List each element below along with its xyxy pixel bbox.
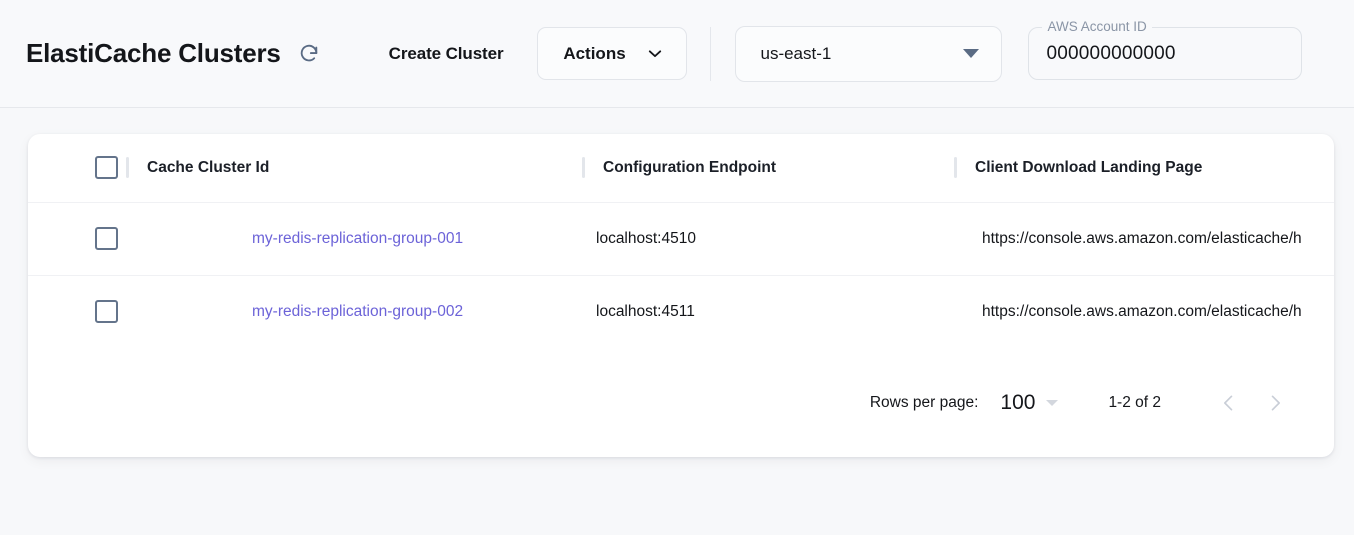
aws-account-id-label: AWS Account ID — [1042, 19, 1152, 35]
actions-button-label: Actions — [563, 43, 626, 63]
chevron-down-icon — [648, 49, 662, 58]
pagination-range-label: 1-2 of 2 — [1108, 393, 1161, 411]
previous-page-button[interactable] — [1206, 380, 1252, 426]
row-checkbox[interactable] — [95, 227, 118, 250]
header-label-client-download-landing-page: Client Download Landing Page — [975, 158, 1203, 176]
configuration-endpoint-value: localhost:4510 — [596, 229, 696, 247]
client-download-landing-page-value: https://console.aws.amazon.com/elasticac… — [982, 302, 1302, 320]
region-select[interactable]: us-east-1 — [735, 25, 1003, 82]
select-all-checkbox[interactable] — [95, 156, 118, 180]
title-block: ElastiCache Clusters — [26, 38, 321, 69]
cell-client-download-landing-page: https://console.aws.amazon.com/elasticac… — [954, 202, 1334, 275]
select-all-header-cell — [28, 134, 126, 202]
aws-account-id-value: 000000000000 — [1046, 42, 1176, 64]
chevron-left-icon — [1219, 393, 1239, 413]
aws-account-id-field[interactable]: AWS Account ID 000000000000 — [1028, 19, 1303, 80]
triangle-down-icon — [963, 49, 980, 58]
client-download-landing-page-value: https://console.aws.amazon.com/elasticac… — [982, 229, 1302, 247]
table-body: my-redis-replication-group-001 localhost… — [28, 202, 1334, 348]
header-cell-configuration-endpoint[interactable]: Configuration Endpoint — [582, 134, 954, 202]
chevron-right-icon — [1265, 393, 1285, 413]
cluster-id-link[interactable]: my-redis-replication-group-002 — [252, 302, 464, 320]
table-pagination: Rows per page: 100 1-2 of 2 — [28, 348, 1334, 457]
row-checkbox[interactable] — [95, 300, 118, 324]
cell-client-download-landing-page: https://console.aws.amazon.com/elasticac… — [954, 275, 1334, 348]
page-header: ElastiCache Clusters Create Cluster Acti… — [0, 0, 1354, 108]
row-select-cell — [28, 202, 126, 275]
table-row[interactable]: my-redis-replication-group-002 localhost… — [28, 275, 1334, 348]
rows-per-page-value: 100 — [1000, 390, 1036, 414]
cluster-id-link[interactable]: my-redis-replication-group-001 — [252, 229, 464, 247]
table-row[interactable]: my-redis-replication-group-001 localhost… — [28, 202, 1334, 275]
row-select-cell — [28, 275, 126, 348]
clusters-table: Cache Cluster Id Configuration Endpoint … — [28, 134, 1334, 348]
column-resize-handle[interactable] — [126, 157, 129, 179]
cell-configuration-endpoint: localhost:4511 — [582, 275, 954, 348]
actions-button[interactable]: Actions — [537, 27, 688, 80]
rows-per-page-label: Rows per page: — [869, 393, 979, 411]
configuration-endpoint-value: localhost:4511 — [596, 302, 695, 320]
refresh-icon[interactable] — [297, 42, 321, 66]
header-divider — [710, 26, 712, 81]
column-resize-handle[interactable] — [954, 157, 957, 179]
next-page-button[interactable] — [1252, 380, 1298, 426]
cell-cluster-id: my-redis-replication-group-001 — [126, 202, 582, 275]
cell-configuration-endpoint: localhost:4510 — [582, 202, 954, 275]
region-select-value: us-east-1 — [760, 43, 832, 63]
header-cell-client-download-landing-page[interactable]: Client Download Landing Page — [954, 134, 1334, 202]
header-label-configuration-endpoint: Configuration Endpoint — [603, 158, 777, 176]
triangle-down-icon — [1046, 399, 1059, 406]
page-title: ElastiCache Clusters — [26, 38, 281, 68]
table-header: Cache Cluster Id Configuration Endpoint … — [28, 134, 1334, 202]
create-cluster-button[interactable]: Create Cluster — [388, 43, 504, 63]
header-label-cluster-id: Cache Cluster Id — [147, 158, 270, 176]
rows-per-page-select[interactable]: 100 — [1000, 390, 1059, 415]
header-cell-cluster-id[interactable]: Cache Cluster Id — [126, 134, 582, 202]
clusters-card: Cache Cluster Id Configuration Endpoint … — [28, 134, 1334, 457]
table-header-row: Cache Cluster Id Configuration Endpoint … — [28, 134, 1334, 202]
cell-cluster-id: my-redis-replication-group-002 — [126, 275, 582, 348]
column-resize-handle[interactable] — [582, 157, 585, 179]
